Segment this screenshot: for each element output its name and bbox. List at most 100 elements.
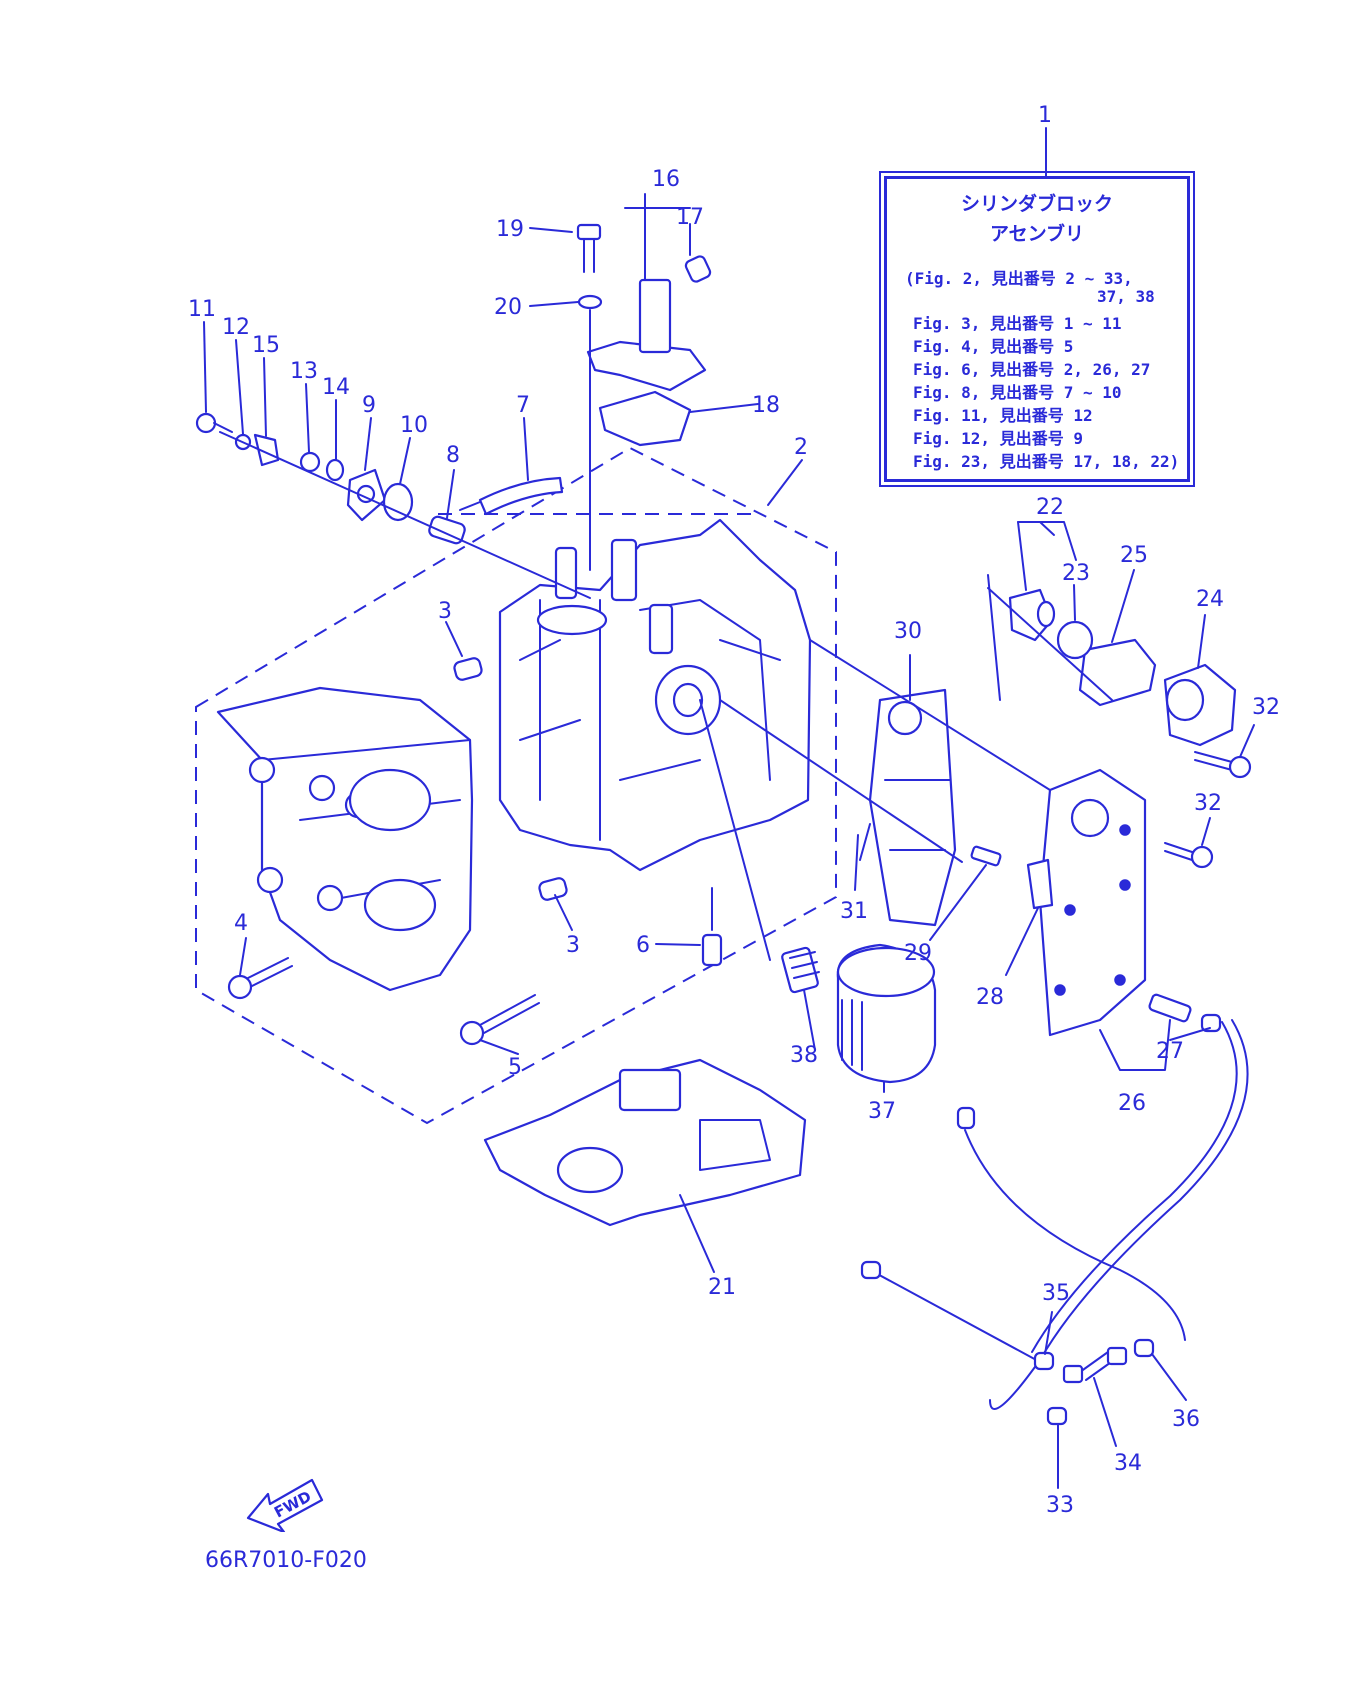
callout-title-line2: アセンブリ xyxy=(989,223,1085,245)
assembly-callout-box: シリンダブロック アセンブリ (Fig. 2, 見出番号 2 ~ 33, 37,… xyxy=(879,171,1195,487)
label-32b: 32 xyxy=(1194,791,1222,816)
label-6: 6 xyxy=(636,933,650,958)
label-21: 21 xyxy=(708,1275,736,1300)
exhaust-cover-gasket xyxy=(868,688,957,927)
hose-7 xyxy=(478,476,564,516)
label-17: 17 xyxy=(676,205,704,230)
washer-20 xyxy=(577,294,603,310)
label-22: 22 xyxy=(1036,495,1064,520)
seal-10 xyxy=(382,482,414,522)
label-25: 25 xyxy=(1120,543,1148,568)
bolt-13 xyxy=(299,451,321,473)
label-15: 15 xyxy=(252,333,280,358)
cylinder-block xyxy=(498,518,812,872)
cover-16 xyxy=(586,278,707,392)
callout-fig-line: 37, 38 xyxy=(1097,287,1155,306)
hose-end-27 xyxy=(1200,1013,1222,1033)
fitting-34 xyxy=(1062,1346,1128,1384)
pin-6 xyxy=(701,933,723,967)
cylinder-block-assembly-boundary xyxy=(195,446,837,1125)
label-36: 36 xyxy=(1172,1407,1200,1432)
leader-lines xyxy=(203,127,1255,1489)
label-24: 24 xyxy=(1196,587,1224,612)
callout-fig-line: Fig. 8, 見出番号 7 ~ 10 xyxy=(913,383,1122,402)
callout-fig-line: Fig. 3, 見出番号 1 ~ 11 xyxy=(913,314,1122,333)
label-19: 19 xyxy=(496,217,524,242)
gasket-28 xyxy=(1026,858,1054,910)
hose-end-left xyxy=(860,1260,882,1280)
washer-14 xyxy=(325,458,345,482)
label-9: 9 xyxy=(362,393,376,418)
thermostat-cover xyxy=(1163,663,1237,747)
label-3b: 3 xyxy=(566,933,580,958)
label-26: 26 xyxy=(1118,1091,1146,1116)
assembly-axis-7 xyxy=(459,501,481,511)
callout-fig-line: Fig. 23, 見出番号 17, 18, 22) xyxy=(913,452,1180,471)
exhaust-cover xyxy=(1038,768,1147,1037)
hose-end-35 xyxy=(1033,1351,1055,1371)
label-30: 30 xyxy=(894,619,922,644)
hose-end-upper xyxy=(956,1106,976,1130)
oil-filter-stud xyxy=(781,946,820,994)
plug-27 xyxy=(1148,993,1192,1023)
thermostat xyxy=(1008,588,1056,642)
bolt-32-upper xyxy=(1194,751,1252,779)
label-31: 31 xyxy=(840,899,868,924)
hose-loop xyxy=(989,1019,1249,1410)
clamp-15 xyxy=(253,433,280,467)
callout-title-line1: シリンダブロック xyxy=(960,193,1113,215)
bolt-29 xyxy=(970,845,1002,867)
label-37: 37 xyxy=(868,1099,896,1124)
label-16: 16 xyxy=(652,167,680,192)
sleeve-8 xyxy=(428,515,466,545)
base-gasket xyxy=(483,1058,807,1227)
dowel-pin-3-lower xyxy=(538,877,568,901)
callout-fig-line: (Fig. 2, 見出番号 2 ~ 33, xyxy=(905,269,1133,288)
label-11: 11 xyxy=(188,297,216,322)
hose-end-33 xyxy=(1046,1406,1068,1426)
label-38: 38 xyxy=(790,1043,818,1068)
oil-filter xyxy=(836,943,937,1084)
label-2: 2 xyxy=(794,435,808,460)
gasket-18 xyxy=(598,390,692,447)
bolt-4 xyxy=(227,957,293,1000)
label-1: 1 xyxy=(1038,103,1052,128)
bolt-19 xyxy=(576,223,602,273)
crankcase xyxy=(216,686,474,992)
bolt-11 xyxy=(195,412,233,434)
bracket-9 xyxy=(346,468,387,522)
label-10: 10 xyxy=(400,413,428,438)
label-5: 5 xyxy=(508,1055,522,1080)
callout-fig-line: Fig. 6, 見出番号 2, 26, 27 xyxy=(913,360,1151,379)
washer-23 xyxy=(1056,620,1094,660)
drawing-code: 66R7010-F020 xyxy=(205,1548,367,1573)
label-28: 28 xyxy=(976,985,1004,1010)
hose-end-36 xyxy=(1133,1338,1155,1358)
callout-fig-line: Fig. 4, 見出番号 5 xyxy=(913,337,1074,356)
label-8: 8 xyxy=(446,443,460,468)
bolt-5 xyxy=(459,994,540,1046)
callout-fig-line: Fig. 11, 見出番号 12 xyxy=(913,406,1093,425)
assembly-axis-small-parts xyxy=(219,431,591,599)
bolt-32-lower xyxy=(1164,842,1214,869)
hose-33 xyxy=(964,1129,1186,1341)
callout-fig-line: Fig. 12, 見出番号 9 xyxy=(913,429,1083,448)
label-33: 33 xyxy=(1046,1493,1074,1518)
hose-35-line xyxy=(869,1269,1041,1363)
label-12: 12 xyxy=(222,315,250,340)
label-4: 4 xyxy=(234,911,248,936)
thermostat-gasket xyxy=(1078,638,1157,707)
label-18: 18 xyxy=(752,393,780,418)
hose-loop-inner xyxy=(1031,1021,1238,1353)
fwd-arrow-icon: FWD xyxy=(246,1478,324,1532)
label-35: 35 xyxy=(1042,1281,1070,1306)
label-27: 27 xyxy=(1156,1039,1184,1064)
label-20: 20 xyxy=(494,295,522,320)
part-number-labels: 1 2 3 3 4 5 6 7 8 9 10 11 12 13 14 15 16… xyxy=(188,103,1280,1518)
pin-17 xyxy=(684,255,712,283)
label-29: 29 xyxy=(904,941,932,966)
label-23: 23 xyxy=(1062,561,1090,586)
label-32a: 32 xyxy=(1252,695,1280,720)
label-34: 34 xyxy=(1114,1451,1142,1476)
label-7: 7 xyxy=(516,393,530,418)
